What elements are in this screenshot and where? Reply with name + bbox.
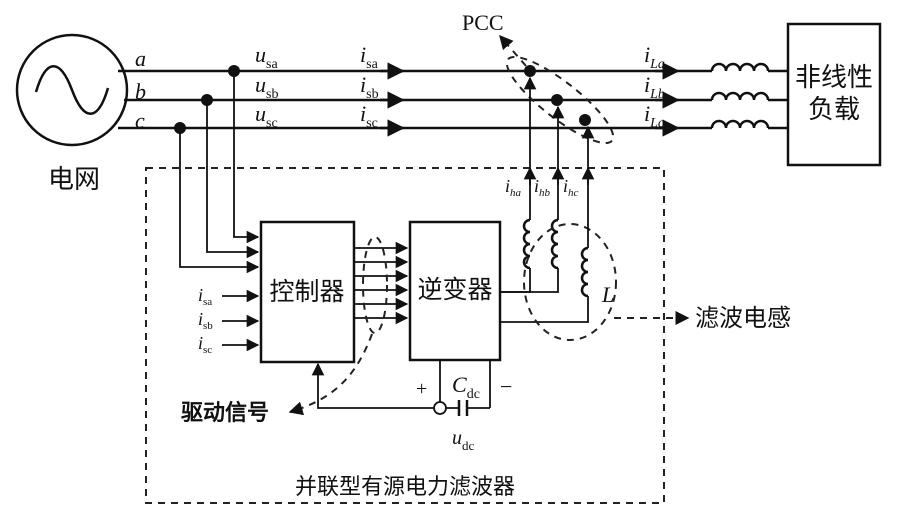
pcc-pointer xyxy=(499,34,527,67)
controller-label: 控制器 xyxy=(269,277,344,306)
label-usa: usa xyxy=(255,42,278,72)
drive-signal-bus xyxy=(354,241,409,325)
apf-boundary xyxy=(145,167,665,504)
filter-inductor-ellipse xyxy=(523,223,617,341)
label-usb: usb xyxy=(255,72,278,102)
filter-inductor-a xyxy=(522,218,531,270)
label-iLc: iLc xyxy=(644,101,665,131)
filter-inductor-label: 滤波电感 xyxy=(695,304,791,332)
capacitor-label: Cdc xyxy=(452,372,480,402)
label-isc: isc xyxy=(360,101,378,131)
line-inductor-c xyxy=(710,119,770,129)
drive-signal-ellipse xyxy=(362,236,388,334)
phase-a-label: a xyxy=(135,46,146,71)
nonlinear-load-box xyxy=(786,22,882,167)
drive-signal-pointer xyxy=(288,333,373,416)
phase-b-label: b xyxy=(135,79,146,104)
apf-label: 并联型有源电力滤波器 xyxy=(295,475,515,500)
node-pcc-b xyxy=(551,94,563,106)
inverter-box xyxy=(408,220,502,362)
inv-out-b xyxy=(500,268,559,293)
label-isb: isb xyxy=(360,72,379,102)
label-usc: usc xyxy=(255,101,278,131)
label-iha: iha xyxy=(505,176,522,199)
sense-wire-b xyxy=(206,100,258,253)
drive-signal-label: 驱动信号 xyxy=(181,400,269,426)
dc-sensor-node xyxy=(433,401,447,415)
load-label-line1: 非线性 xyxy=(795,63,873,93)
inductor-label: L xyxy=(601,282,614,307)
load-label-line2: 负载 xyxy=(808,95,860,125)
phase-c-label: c xyxy=(135,108,145,133)
grid-label: 电网 xyxy=(48,165,100,195)
capacitor-plus: + xyxy=(416,378,427,400)
label-ihb: ihb xyxy=(534,176,551,199)
capacitor-minus: − xyxy=(500,374,512,399)
ctrl-input-isa: isa xyxy=(198,285,212,308)
inverter-label: 逆变器 xyxy=(417,275,492,304)
controller-box xyxy=(259,220,356,364)
inv-out-c xyxy=(500,296,589,323)
sense-wire-c xyxy=(179,128,258,268)
label-iLb: iLb xyxy=(644,72,665,102)
dc-voltage-label: udc xyxy=(452,427,475,453)
pcc-label: PCC xyxy=(462,10,504,35)
label-isa: isa xyxy=(360,42,379,72)
line-inductor-b xyxy=(710,91,770,101)
grid-source-circle xyxy=(15,33,129,147)
label-ihc: ihc xyxy=(563,176,579,199)
dc-feedback-wire xyxy=(317,368,434,409)
label-iLa: iLa xyxy=(644,42,665,72)
node-pcc-c xyxy=(579,114,591,126)
filter-inductor-c xyxy=(580,246,589,298)
node-pcc-a xyxy=(524,65,536,77)
ctrl-input-isc: isc xyxy=(198,333,212,356)
ctrl-input-isb: isb xyxy=(198,309,213,332)
filter-inductor-b xyxy=(550,218,559,270)
ac-sine-icon xyxy=(34,65,110,115)
line-inductor-a xyxy=(710,62,770,72)
